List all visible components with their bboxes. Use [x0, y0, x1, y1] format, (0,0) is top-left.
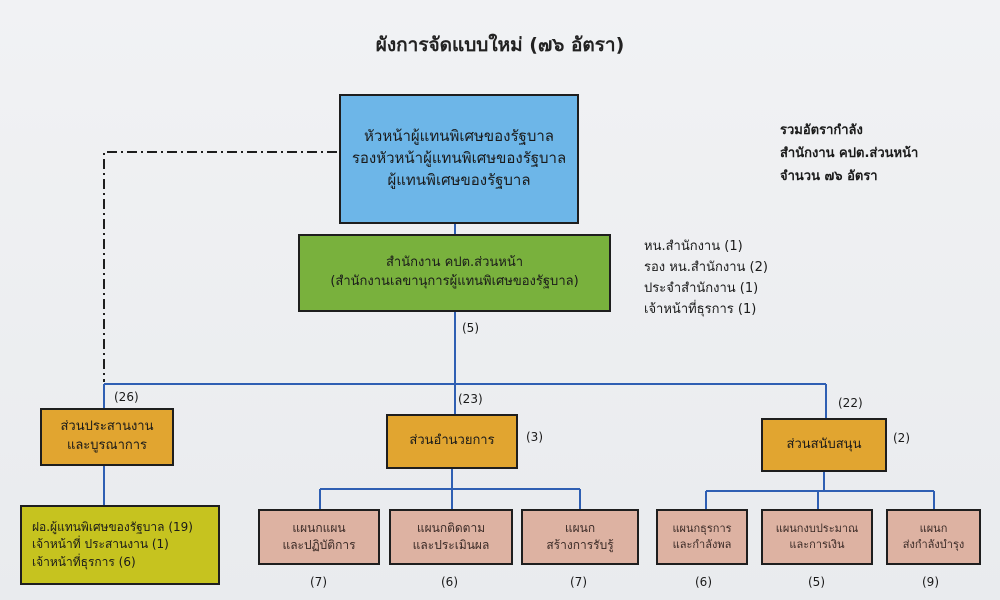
unit-count: (9) [922, 575, 939, 589]
office-count: (5) [462, 321, 479, 335]
unit-line: แผนก [564, 520, 596, 535]
office-line: สำนักงาน คปต.ส่วนหน้า [385, 255, 524, 271]
office-line: (สำนักงานเลขานุการผู้แทนพิเศษของรัฐบาล) [330, 274, 579, 289]
summary-note: รวมอัตรากำลัง สำนักงาน คปต.ส่วนหน้า จำนว… [780, 120, 918, 188]
unit-count: (7) [570, 575, 587, 589]
division-total: (23) [458, 392, 483, 406]
unit-box-plans: แผนกแผน และปฏิบัติการ [258, 509, 380, 565]
unit-line: แผนกงบประมาณ [775, 522, 859, 536]
dashed-command-line [103, 151, 337, 382]
summary-line: สำนักงาน คปต.ส่วนหน้า [780, 145, 919, 161]
unit-line: และประเมินผล [412, 538, 490, 552]
unit-count: (6) [695, 575, 712, 589]
division-label: ส่วนอำนวยการ [409, 433, 495, 449]
unit-box-monitoring: แผนกติดตาม และประเมินผล [389, 509, 513, 565]
unit-line: แผนก [919, 522, 948, 536]
unit-line: และกำลังพล [672, 538, 732, 551]
office-staff-item: หน.สำนักงาน (1) [644, 239, 743, 254]
unit-line: เจ้าหน้าที่ ประสานงาน (1) [32, 537, 169, 552]
unit-line: แผนกธุรการ [672, 522, 732, 536]
unit-line: ส่งกำลังบำรุง [902, 538, 965, 551]
division-box-support: ส่วนสนับสนุน [761, 418, 887, 472]
division-box-administration: ส่วนอำนวยการ [386, 414, 518, 469]
summary-line: จำนวน ๗๖ อัตรา [780, 168, 878, 184]
unit-line: แผนกติดตาม [416, 520, 486, 535]
division-label: และบูรณาการ [66, 438, 148, 453]
division-self-count: (2) [893, 431, 910, 445]
unit-box-admin-personnel: แผนกธุรการ และกำลังพล [656, 509, 748, 565]
summary-line: รวมอัตรากำลัง [780, 123, 863, 138]
unit-line: แผนกแผน [292, 520, 346, 535]
head-line: รองหัวหน้าผู้แทนพิเศษของรัฐบาล [351, 149, 567, 168]
unit-line: ฝอ.ผู้แทนพิเศษของรัฐบาล (19) [32, 519, 193, 534]
unit-box-coordination-staff: ฝอ.ผู้แทนพิเศษของรัฐบาล (19) เจ้าหน้าที่… [20, 505, 220, 585]
unit-count: (5) [808, 575, 825, 589]
unit-box-logistics: แผนก ส่งกำลังบำรุง [886, 509, 981, 565]
unit-line: สร้างการรับรู้ [546, 538, 614, 552]
office-staff-item: รอง หน.สำนักงาน (2) [644, 260, 768, 276]
office-box: สำนักงาน คปต.ส่วนหน้า (สำนักงานเลขานุการ… [298, 234, 611, 312]
division-total: (26) [114, 390, 139, 404]
division-self-count: (3) [526, 430, 543, 444]
unit-box-budget-finance: แผนกงบประมาณ และการเงิน [761, 509, 873, 565]
division-label: ส่วนสนับสนุน [786, 436, 862, 452]
unit-count: (6) [441, 575, 458, 589]
division-label: ส่วนประสานงาน [60, 419, 154, 435]
office-staff-list: หน.สำนักงาน (1) รอง หน.สำนักงาน (2) ประจ… [644, 236, 768, 320]
head-box: หัวหน้าผู้แทนพิเศษของรัฐบาล รองหัวหน้าผู… [339, 94, 579, 224]
unit-count: (7) [310, 575, 327, 589]
chart-title: ผังการจัดแบบใหม่ (๗๖ อัตรา) [375, 34, 625, 56]
unit-box-awareness: แผนก สร้างการรับรู้ [521, 509, 639, 565]
unit-line: และการเงิน [789, 538, 845, 551]
office-staff-item: ประจำสำนักงาน (1) [644, 281, 759, 297]
division-total: (22) [838, 396, 863, 410]
division-box-coordination: ส่วนประสานงาน และบูรณาการ [40, 408, 174, 466]
head-line: หัวหน้าผู้แทนพิเศษของรัฐบาล [364, 127, 554, 146]
head-line: ผู้แทนพิเศษของรัฐบาล [387, 170, 531, 189]
unit-line: และปฏิบัติการ [282, 538, 356, 552]
office-staff-item: เจ้าหน้าที่ธุรการ (1) [644, 302, 757, 318]
unit-line: เจ้าหน้าที่ธุรการ (6) [32, 554, 136, 569]
